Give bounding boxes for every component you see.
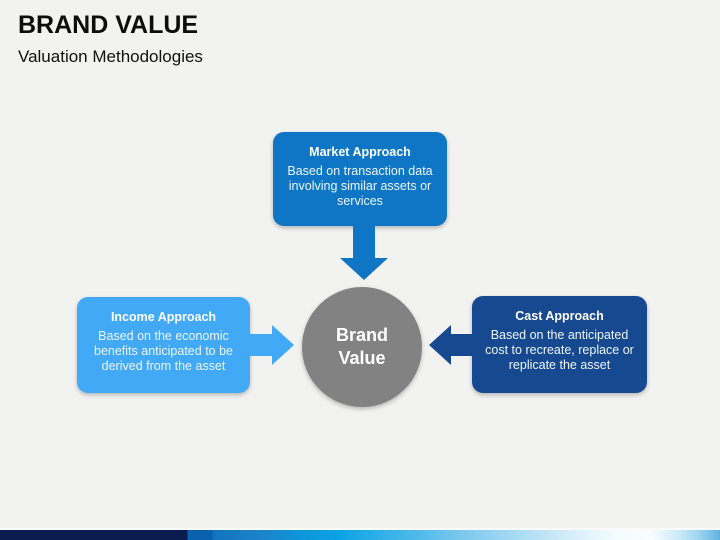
node-income-approach: Income Approach Based on the economic be…: [77, 297, 250, 393]
page-subtitle: Valuation Methodologies: [18, 47, 203, 66]
arrow-right-icon: [250, 325, 294, 365]
brand-value-label: Brand Value: [335, 325, 388, 368]
node-market-approach: Market Approach Based on transaction dat…: [273, 132, 447, 226]
arrow-down-icon: [340, 226, 388, 280]
node-market-title: Market Approach: [309, 145, 411, 159]
node-income-title: Income Approach: [110, 310, 217, 324]
footer-gradient-bar: [0, 530, 720, 540]
node-cast-approach: Cast Approach Based on the anticipated c…: [472, 296, 647, 393]
node-income-description: Based on the economic benefits anticipat…: [94, 329, 233, 373]
page-title: BRAND VALUE: [18, 11, 199, 39]
node-cast-description: Based on the anticipated cost to recreat…: [485, 328, 634, 372]
arrow-left-icon: [429, 325, 473, 365]
node-market-description: Based on transaction data involving simi…: [287, 164, 433, 208]
brand-value-hub: Brand Value: [302, 287, 422, 407]
node-cast-title: Cast Approach: [515, 309, 604, 323]
footer-divider: [0, 528, 720, 530]
